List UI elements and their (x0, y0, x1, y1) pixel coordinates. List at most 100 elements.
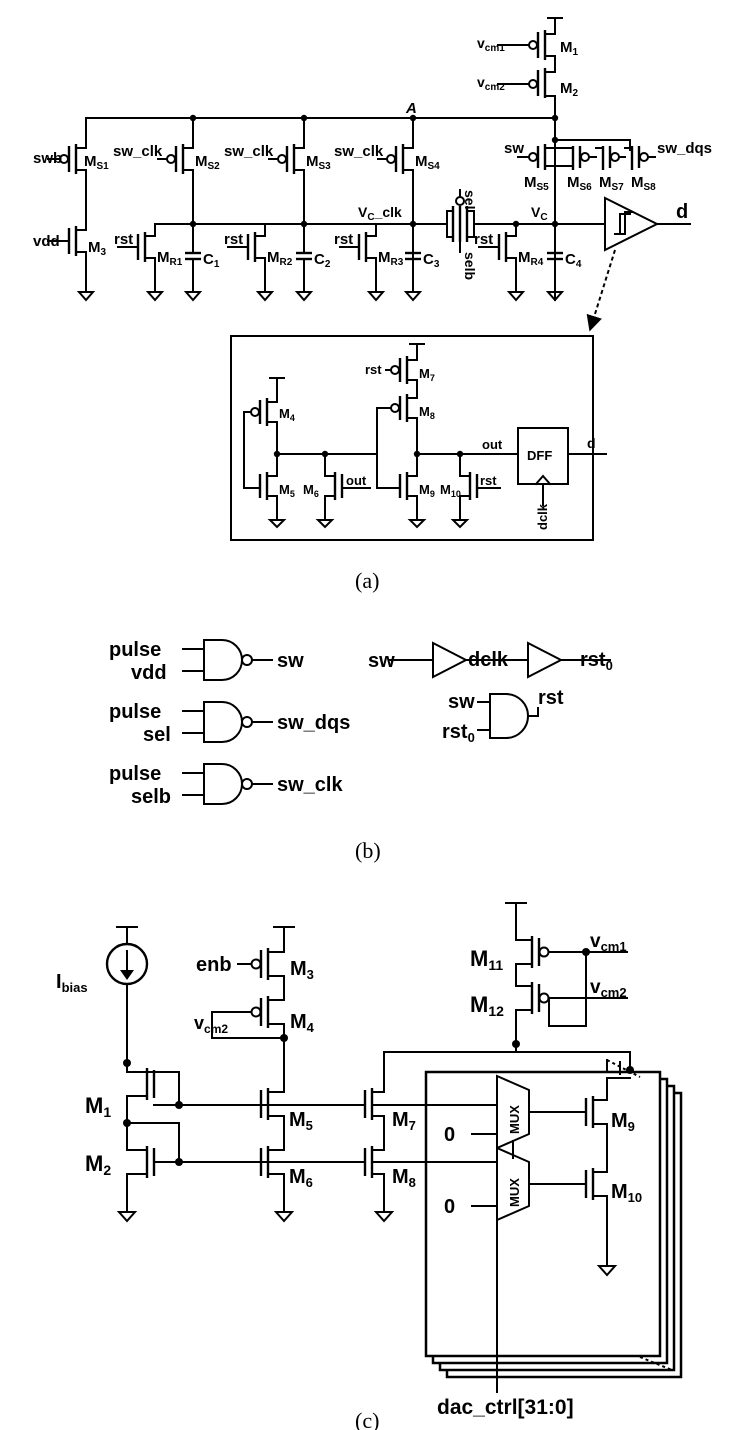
label-ms7: MS7 (599, 174, 624, 193)
label-rst: rst (538, 687, 564, 709)
label-ms4: MS4 (415, 153, 440, 172)
label-m1: M1 (560, 39, 579, 58)
label-mux-2: MUX (507, 1178, 522, 1207)
label-sw-out: sw (277, 650, 304, 672)
label-vc: VC (531, 204, 548, 223)
pmos-stack-m1-m2 (497, 17, 563, 301)
label-m5: M5 (289, 1109, 313, 1133)
label-sw-dqs: sw_dqs (657, 140, 712, 157)
label-rst0-out: rst0 (580, 649, 613, 673)
label-ms2: MS2 (195, 153, 220, 172)
label-mr4: MR4 (518, 249, 544, 268)
label-rst-2: rst (224, 231, 243, 248)
label-swb: swb (33, 150, 62, 167)
label-sw-clk: sw_clk (277, 774, 343, 796)
label-c2: C2 (314, 251, 331, 270)
nmos-mr3 (339, 223, 386, 302)
label-mr3: MR3 (378, 249, 404, 268)
label-ms5: MS5 (524, 174, 549, 193)
label-sel: sel (462, 190, 478, 209)
label-zero-2: 0 (444, 1196, 455, 1218)
label-out-2: out (482, 437, 503, 452)
label-c1: C1 (203, 251, 220, 270)
label-m6: M6 (303, 482, 319, 499)
label-d-inset: d (587, 435, 596, 451)
schmitt-comparator (554, 196, 691, 332)
capacitor-c2 (294, 223, 314, 302)
comparator-inset: DFF rst M7 M8 M4 M5 M6 out M9 M10 rst ou… (230, 335, 607, 541)
pmos-ms1 (47, 117, 96, 302)
label-pulse-1: pulse (109, 639, 161, 661)
label-m9: M9 (611, 1110, 635, 1134)
label-rst-4: rst (474, 231, 493, 248)
figure-b: pulse vdd sw pulse sel sw_dqs pulse selb… (109, 639, 613, 808)
capacitor-c1 (183, 223, 203, 302)
label-m12: M12 (470, 992, 504, 1019)
label-ms1: MS1 (84, 153, 109, 172)
label-sw: sw (504, 140, 524, 157)
label-c4: C4 (565, 251, 582, 270)
label-vcm2-right: vcm2 (590, 977, 627, 1000)
label-rst-inset: rst (480, 473, 497, 488)
label-ms6: MS6 (567, 174, 592, 193)
label-d: d (676, 201, 688, 223)
figure-a: vcm1 vcm2 M1 M2 A sw sw_dqs swb sw_clk s… (33, 17, 712, 332)
pmos-ms5-ms8 (517, 136, 656, 170)
label-sw-clk-2: sw_clk (224, 143, 274, 160)
label-vcm2-left: vcm2 (194, 1013, 228, 1036)
label-sw-clk-1: sw_clk (113, 143, 163, 160)
label-m1: M1 (85, 1093, 111, 1120)
label-vcm1: vcm1 (590, 931, 627, 954)
label-vc-clk: VC_clk (358, 204, 402, 223)
label-pulse-3: pulse (109, 763, 161, 785)
caption-c: (c) (355, 1408, 379, 1430)
label-sw-and: sw (448, 691, 475, 713)
label-dac-ctrl: dac_ctrl[31:0] (437, 1396, 574, 1419)
label-selb: selb (131, 786, 171, 808)
label-mr1: MR1 (157, 249, 183, 268)
label-m8: M8 (419, 404, 435, 421)
capacitor-c4 (545, 251, 565, 302)
label-selb: selb (462, 252, 478, 280)
label-m6: M6 (289, 1166, 313, 1190)
caption-b: (b) (355, 838, 381, 863)
label-pulse-2: pulse (109, 701, 161, 723)
label-vdd: vdd (131, 662, 167, 684)
nmos-mr1 (117, 223, 165, 302)
label-m11: M11 (470, 946, 503, 973)
label-m7: M7 (419, 366, 435, 383)
label-enb: enb (196, 954, 232, 976)
nmos-mr2 (227, 223, 275, 302)
label-ibias: Ibias (56, 971, 88, 995)
label-m8: M8 (392, 1166, 416, 1190)
caption-a: (a) (355, 568, 379, 593)
label-m3: M3 (290, 958, 314, 982)
label-m4: M4 (279, 406, 295, 423)
label-rst0-in: rst0 (442, 721, 475, 745)
label-m4: M4 (290, 1011, 315, 1035)
label-m10: M10 (611, 1181, 642, 1205)
label-ms3: MS3 (306, 153, 331, 172)
label-m3: M3 (88, 239, 107, 258)
label-dff: DFF (527, 448, 552, 463)
capacitor-c3 (405, 251, 421, 261)
figure-c: MUX MUX Ibias enb vcm2 M3 M4 M1 M2 M5 (56, 902, 683, 1419)
label-vdd: vdd (33, 233, 60, 250)
label-dclk: dclk (468, 649, 509, 671)
label-m10: M10 (440, 482, 461, 499)
label-node-a: A (405, 100, 417, 117)
label-m5: M5 (279, 482, 295, 499)
label-sw-in: sw (368, 650, 395, 672)
pmos-ms3 (268, 117, 305, 225)
label-out-1: out (346, 473, 367, 488)
label-m2: M2 (85, 1151, 111, 1178)
label-m7: M7 (392, 1109, 416, 1133)
label-rst-1: rst (114, 231, 133, 248)
label-zero-1: 0 (444, 1124, 455, 1146)
label-m2: M2 (560, 80, 579, 99)
pmos-ms4 (377, 117, 423, 302)
label-vcm2: vcm2 (477, 74, 505, 93)
pmos-ms2 (157, 117, 194, 225)
label-ms8: MS8 (631, 174, 656, 193)
